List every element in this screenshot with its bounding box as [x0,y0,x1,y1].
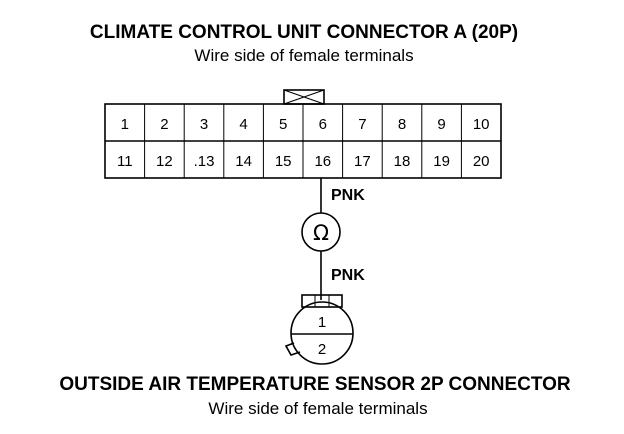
terminal-row1-5: 5 [279,116,287,133]
terminal-row2-1: 11 [117,153,133,170]
terminal-row1-2: 2 [160,116,168,133]
terminal-row1-3: 3 [200,116,208,133]
terminal-row2-6: 16 [314,153,331,170]
terminal-row2-10: 20 [473,153,490,170]
sensor-pin-2: 2 [318,341,326,358]
terminal-row1-9: 9 [437,116,445,133]
terminal-row2-2: 12 [156,153,173,170]
connector-lock-tab [283,89,325,105]
connector-a-title: CLIMATE CONTROL UNIT CONNECTOR A (20P) [90,22,518,43]
terminal-row2-3: .13 [194,153,215,170]
terminal-row1-1: 1 [121,116,129,133]
sensor-subtitle: Wire side of female terminals [208,399,427,418]
wire-label-upper: PNK [331,187,365,204]
sensor-pin-1: 1 [318,314,326,331]
terminal-row1-7: 7 [358,116,366,133]
sensor-title: OUTSIDE AIR TEMPERATURE SENSOR 2P CONNEC… [59,374,571,395]
terminal-row2-9: 19 [433,153,450,170]
connector-a-subtitle: Wire side of female terminals [194,46,413,65]
sensor-connector: 1 2 [284,294,354,365]
terminal-row1-10: 10 [473,116,490,133]
ohmmeter-icon: Ω [301,212,341,252]
terminal-row2-5: 15 [275,153,292,170]
ohm-symbol: Ω [313,221,329,245]
wire-label-lower: PNK [331,267,365,284]
terminal-row2-4: 14 [235,153,252,170]
terminal-row1-8: 8 [398,116,406,133]
terminal-row1-6: 6 [319,116,327,133]
terminal-row2-8: 18 [394,153,411,170]
terminal-row1-4: 4 [239,116,247,133]
terminal-row2-7: 17 [354,153,371,170]
